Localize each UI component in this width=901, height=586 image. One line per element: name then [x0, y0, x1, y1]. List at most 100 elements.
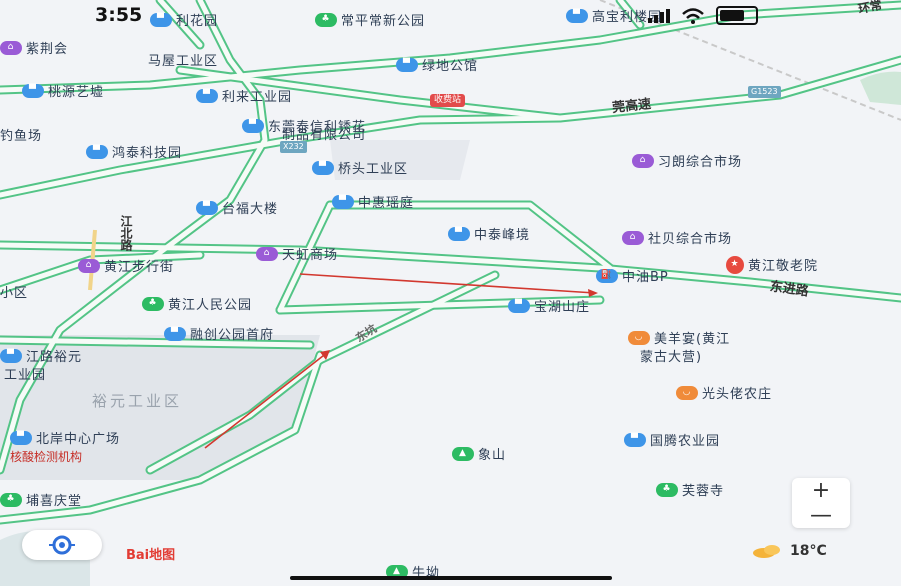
- poi-label: 中惠瑶庭: [358, 196, 415, 211]
- building-icon: ▀: [508, 298, 530, 313]
- poi-label: 融创公园首府: [190, 328, 275, 343]
- poi-label: 江路裕元: [26, 350, 83, 365]
- poi-zhonghui[interactable]: ▀ 中惠瑶庭: [332, 192, 414, 211]
- poi-elderly-home[interactable]: ★黄江敬老院: [726, 255, 818, 274]
- poi-label: 习朗综合市场: [658, 155, 743, 170]
- shopping-icon: ⌂: [0, 40, 22, 55]
- poi-label: 天虹商场: [282, 248, 339, 263]
- route-arrowhead-east: [588, 289, 598, 297]
- zoom-control: + —: [792, 478, 850, 528]
- cloud-icon: [753, 545, 780, 558]
- poi-label: 黄江步行街: [104, 260, 175, 275]
- gas-station-icon: ⛽: [596, 268, 618, 283]
- status-indicators: [648, 6, 758, 25]
- poi-residential-area[interactable]: 小区: [0, 282, 28, 301]
- poi-taixin-company[interactable]: ▀东莞泰信利锈花: [242, 116, 366, 135]
- weather-widget[interactable]: 18°C: [752, 543, 827, 559]
- poi-zijing[interactable]: ⌂ 紫荆会: [0, 38, 68, 57]
- poi-xiangshan[interactable]: ▲ 象山: [452, 444, 506, 463]
- poi-label: 东莞泰信利锈花: [268, 120, 367, 135]
- poi-covid-testing[interactable]: 核酸检测机构: [10, 450, 83, 464]
- poi-lvdi-mansion[interactable]: ▀绿地公馆: [396, 55, 478, 74]
- signal-icon: [648, 8, 670, 23]
- road-network-fill: [0, 0, 901, 520]
- mountain-icon: ▲: [386, 564, 408, 579]
- poi-label: 紫荆会: [26, 42, 69, 57]
- building-icon: ▀: [10, 430, 32, 445]
- poi-furong-temple[interactable]: ♣芙蓉寺: [656, 480, 724, 499]
- mountain-icon: ▲: [452, 446, 474, 461]
- road-name-expressway: 莞高速: [611, 96, 652, 116]
- poi-xiqing-hall[interactable]: ♣埔喜庆堂: [0, 490, 82, 509]
- poi-label: 制品有限公司: [282, 128, 367, 143]
- poi-yuyuan-park[interactable]: ▀ 江路裕元: [0, 346, 82, 365]
- building-icon: ▀: [22, 83, 44, 98]
- temple-icon: ♣: [656, 482, 678, 497]
- poi-fishing[interactable]: 钓鱼场: [0, 125, 42, 144]
- poi-bp-gas-station[interactable]: ⛽中油BP: [596, 266, 669, 285]
- poi-lilai-industrial[interactable]: ▀利来工业园: [196, 86, 292, 105]
- building-icon: ▀: [196, 200, 218, 215]
- road-name-jiangbei: 江北路: [119, 215, 133, 251]
- building-icon: ▀: [332, 194, 354, 209]
- poi-huangjiang-street[interactable]: ⌂ 黄江步行街: [78, 256, 174, 275]
- industrial-zone-bridge: [330, 140, 470, 180]
- poi-label: 高宝利楼园: [592, 10, 663, 25]
- poi-label: 黄江人民公园: [168, 298, 253, 313]
- building-icon: ▀: [150, 12, 172, 27]
- poi-zhongtai[interactable]: ▀中泰峰境: [448, 224, 530, 243]
- zoom-out-button[interactable]: —: [810, 503, 832, 528]
- poi-tianhong-mall[interactable]: ⌂天虹商场: [256, 244, 338, 263]
- restaurant-icon: ◡: [676, 385, 698, 400]
- poi-lihua-garden[interactable]: ▀ 利花园: [150, 10, 218, 29]
- poi-meiyang-banquet[interactable]: ◡ 美羊宴(黄江: [628, 328, 730, 347]
- locate-icon: [49, 535, 75, 555]
- poi-qiaotou-industrial[interactable]: ▀ 桥头工业区: [312, 158, 408, 177]
- poi-label: 工业园: [4, 368, 47, 383]
- poi-label: 常平常新公园: [341, 14, 426, 29]
- poi-baohu-villa[interactable]: ▀宝湖山庄: [508, 296, 590, 315]
- poi-taoyuan[interactable]: ▀桃源艺墟: [22, 81, 104, 100]
- shopping-icon: ⌂: [622, 230, 644, 245]
- poi-label: 象山: [478, 448, 507, 463]
- park-icon: ♣: [142, 296, 164, 311]
- route-line-southwest: [204, 351, 329, 449]
- home-indicator[interactable]: [290, 576, 612, 580]
- poi-changping-park[interactable]: ♣常平常新公园: [315, 10, 425, 29]
- poi-guangtou-farm[interactable]: ◡光头佬农庄: [676, 383, 772, 402]
- route-line-east: [299, 273, 596, 294]
- building-icon: ▀: [624, 432, 646, 447]
- poi-taifu-building[interactable]: ▀台福大楼: [196, 198, 278, 217]
- poi-label: 埔喜庆堂: [26, 494, 83, 509]
- poi-xilang-market[interactable]: ⌂ 习朗综合市场: [632, 151, 742, 170]
- shopping-icon: ⌂: [632, 153, 654, 168]
- poi-mawu-industrial[interactable]: 马屋工业区: [148, 50, 218, 69]
- poi-label: 美羊宴(黄江: [654, 332, 731, 347]
- poi-label: 蒙古大营): [640, 350, 703, 365]
- building-icon: ▀: [566, 8, 588, 23]
- status-time: 3:55: [95, 4, 143, 26]
- building-icon: ▀: [312, 160, 334, 175]
- toll-station-label: 收费站: [430, 94, 466, 107]
- restaurant-icon: ◡: [628, 330, 650, 345]
- poi-sunac-park[interactable]: ▀融创公园首府: [164, 324, 274, 343]
- building-icon: ▀: [0, 348, 22, 363]
- poi-huangjiang-park[interactable]: ♣ 黄江人民公园: [142, 294, 252, 313]
- poi-label: 利花园: [176, 14, 219, 29]
- battery-icon: [716, 6, 758, 25]
- poi-guoteng-farm[interactable]: ▀国腾农业园: [624, 430, 720, 449]
- poi-label: 鸿泰科技园: [112, 146, 183, 161]
- poi-label: 小区: [0, 286, 29, 301]
- shopping-icon: ⌂: [78, 258, 100, 273]
- poi-taixin-company-line2: 制品有限公司: [282, 124, 366, 143]
- park-area-top-right: [860, 71, 901, 105]
- poi-label: 桥头工业区: [338, 162, 409, 177]
- battery-fill: [720, 10, 744, 21]
- home-icon: ★: [726, 255, 744, 274]
- poi-shebei-market[interactable]: ⌂社贝综合市场: [622, 228, 732, 247]
- zoom-in-button[interactable]: +: [811, 478, 831, 503]
- poi-gaobao-garden[interactable]: ▀ 高宝利楼园: [566, 6, 662, 25]
- locate-button[interactable]: [22, 530, 102, 560]
- poi-hongtai-tech[interactable]: ▀鸿泰科技园: [86, 142, 182, 161]
- poi-north-shore-plaza[interactable]: ▀北岸中心广场: [10, 428, 120, 447]
